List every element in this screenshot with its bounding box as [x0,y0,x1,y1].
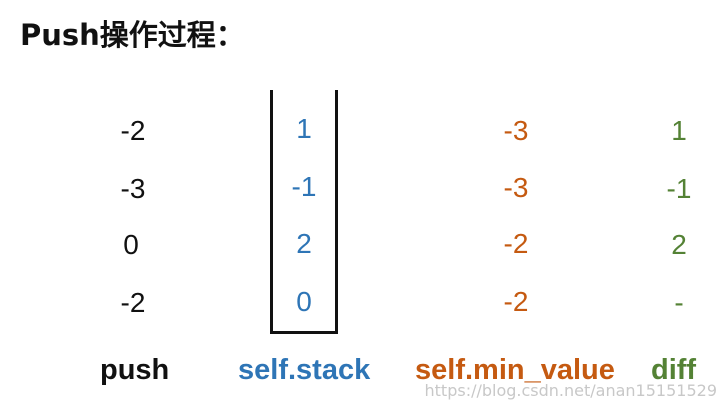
diff-value: - [674,287,684,318]
push-label: push [100,354,170,386]
push-value: -2 [120,115,146,146]
push-value: 0 [123,229,139,260]
min-value: -2 [503,286,529,317]
push-value: -3 [120,173,146,204]
push-value: -2 [120,287,146,318]
stack-value: 2 [296,228,312,259]
diff-label: diff [651,354,697,386]
diff-value: 1 [671,115,687,146]
min-value: -3 [503,172,529,203]
stack-bottom [270,331,338,334]
stack-right-wall [335,90,338,334]
watermark: https://blog.csdn.net/anan15151529 [424,381,717,400]
min-value-label: self.min_value [415,354,615,386]
diff-value: -1 [666,173,692,204]
diff-value: 2 [671,229,687,260]
page-title: Push操作过程： [20,18,245,52]
min-value: -2 [503,228,529,259]
min-value: -3 [503,115,529,146]
stack-value: -1 [291,171,317,202]
stack-value: 0 [296,286,312,317]
stack-value: 1 [296,113,312,144]
stack-label: self.stack [238,354,371,386]
stack-left-wall [270,90,273,334]
